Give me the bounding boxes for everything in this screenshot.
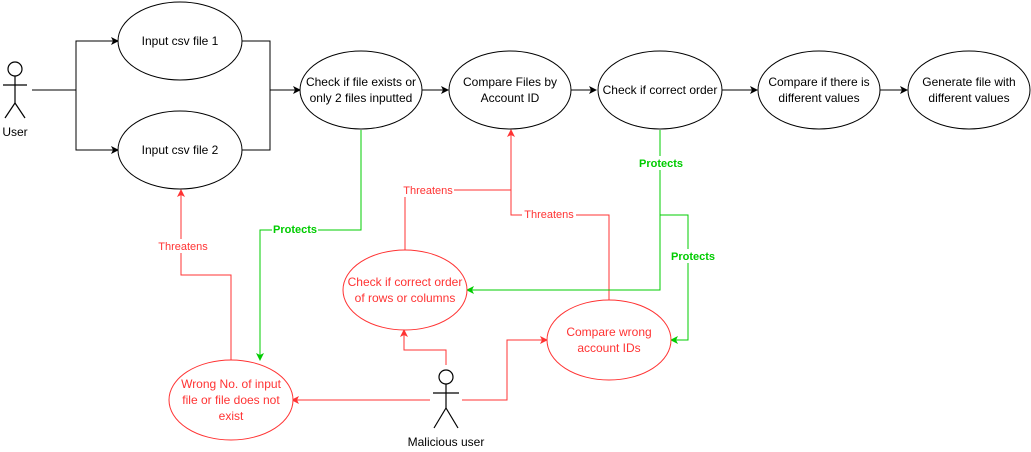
misuse-case-wrong-inputs-line-1: Wrong No. of input (181, 377, 281, 391)
protects-label-ids: Protects (671, 251, 715, 263)
edge-order-protects-wrongorder (466, 130, 661, 294)
edge-malicious-to-wrongids (462, 336, 548, 401)
edge-order-protects-wrongids (660, 214, 689, 344)
use-case-compare-values-line-1: Compare if there is (768, 75, 869, 89)
misuse-case-wrong-inputs-line-3: exist (219, 409, 244, 423)
threatens-label-compare-order: Threatens (403, 185, 453, 197)
use-case-generate: Generate file with different values (907, 50, 1031, 130)
use-case-compare-ids-line-1: Compare Files by (463, 75, 557, 89)
misuse-case-wrong-inputs: Wrong No. of input file or file does not… (168, 359, 294, 441)
use-case-input2: Input csv file 2 (117, 110, 243, 190)
edge-check-protects-wronginputs (256, 130, 362, 361)
misuse-case-wrong-order-line-2: of rows or columns (355, 291, 456, 305)
misuse-case-wrong-ids-line-1: Compare wrong (566, 325, 651, 339)
use-case-check-exists: Check if file exists or only 2 files inp… (299, 50, 423, 130)
edge-split-to-input2 (75, 90, 119, 154)
use-case-compare-ids-line-2: Account ID (481, 91, 540, 105)
edge-labels: Threatens Threatens Threatens Protects P… (156, 156, 716, 263)
actor-user (3, 61, 27, 119)
use-case-input1: Input csv file 1 (117, 1, 243, 81)
use-case-compare-values-line-2: different values (778, 91, 859, 105)
misuse-case-wrong-ids-line-2: account IDs (577, 341, 640, 355)
use-case-generate-line-1: Generate file with (922, 75, 1015, 89)
use-case-check-exists-line-1: Check if file exists or (306, 75, 416, 89)
actor-malicious-label: Malicious user (408, 435, 485, 449)
threatens-label-input2: Threatens (158, 241, 208, 253)
edge-wronginputs-threatens-input2 (177, 189, 232, 360)
use-case-input2-line-1: Input csv file 2 (142, 143, 219, 157)
threatens-label-compare-ids: Threatens (524, 209, 574, 221)
actor-user-label: User (2, 125, 27, 139)
use-case-compare-values: Compare if there is different values (757, 50, 881, 130)
use-case-compare-ids: Compare Files by Account ID (448, 50, 572, 130)
use-case-check-exists-line-2: only 2 files inputted (310, 91, 413, 105)
misuse-case-wrong-order: Check if correct order of rows or column… (342, 249, 468, 331)
use-case-generate-line-2: different values (928, 91, 1009, 105)
misuse-case-wrong-ids: Compare wrong account IDs (546, 299, 672, 381)
misuse-case-wrong-inputs-line-2: file or file does not (182, 393, 280, 407)
protects-label-order: Protects (639, 158, 683, 170)
use-case-check-order-line-1: Check if correct order (603, 83, 718, 97)
flow-edges (32, 37, 908, 154)
edge-input1-to-check (242, 40, 271, 90)
edge-malicious-to-wrongorder (400, 329, 447, 365)
use-case-input1-line-1: Input csv file 1 (142, 34, 219, 48)
edge-split-to-input1 (75, 37, 119, 90)
misuse-case-wrong-order-line-1: Check if correct order (348, 275, 463, 289)
edge-input2-to-check (242, 90, 271, 151)
use-case-check-order: Check if correct order (597, 50, 723, 130)
protects-label-check: Protects (273, 224, 317, 236)
actor-malicious-user (433, 369, 459, 429)
